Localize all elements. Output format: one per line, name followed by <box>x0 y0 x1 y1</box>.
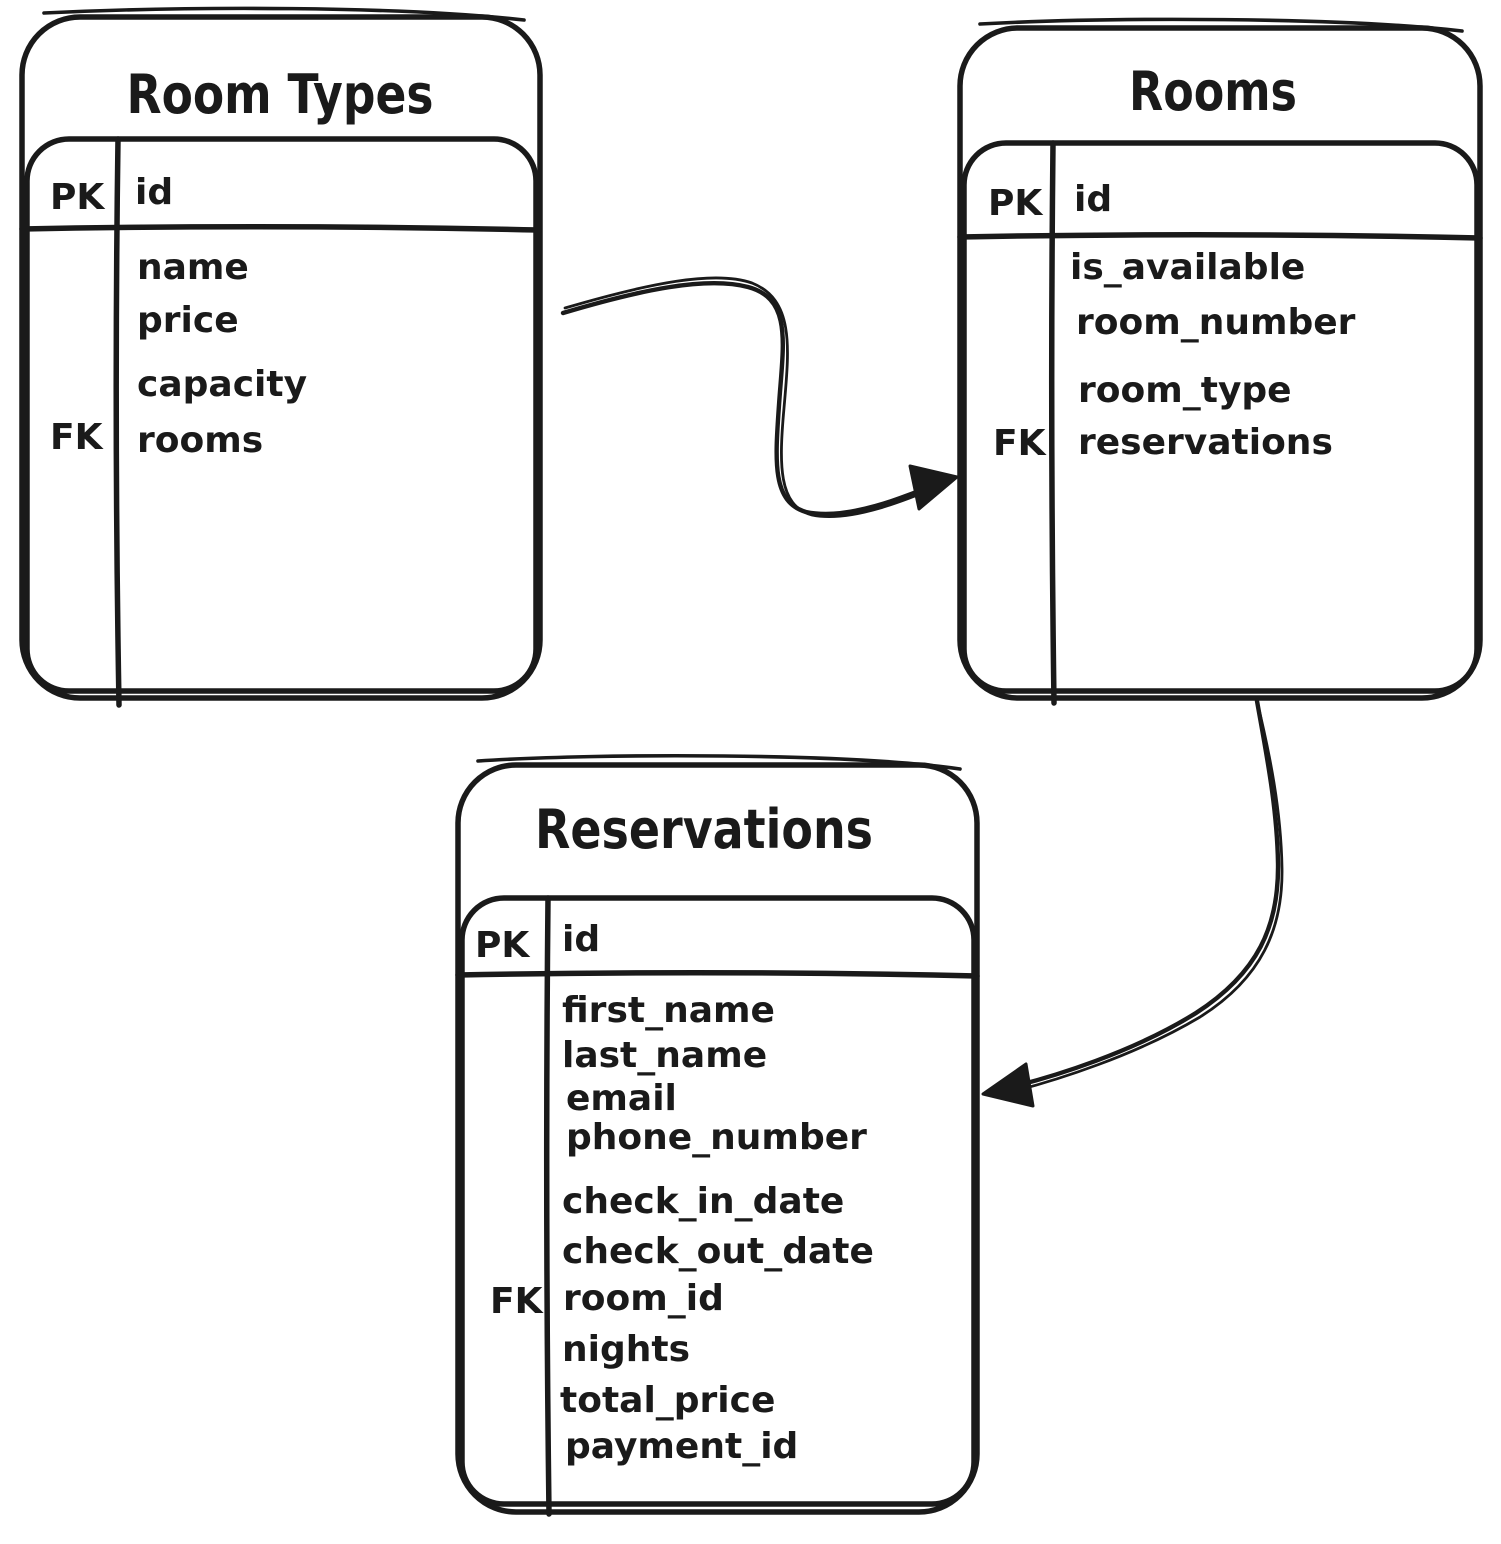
reservations-field-room-id: room_id <box>563 1278 724 1319</box>
rooms-fk-label: FK <box>993 423 1047 464</box>
room-types-to-rooms-arrow-sketch-line <box>563 276 950 519</box>
reservations-field-last-name: last_name <box>562 1035 767 1076</box>
reservations-fk-label: FK <box>490 1281 544 1322</box>
rooms-outer-box <box>957 25 1483 701</box>
reservations-field-check-in-date: check_in_date <box>562 1181 844 1222</box>
rooms-pk-row-divider <box>957 231 1483 241</box>
room-types-field-rooms: rooms <box>137 420 263 461</box>
room-types-body-box <box>24 136 539 694</box>
rooms-field-room-type: room_type <box>1078 370 1292 411</box>
rooms-pk-label: PK <box>988 183 1043 224</box>
room-types-pk-field: id <box>135 172 173 213</box>
reservations-key-column-divider <box>543 895 552 1517</box>
rooms-key-column-divider <box>1048 140 1057 706</box>
reservations-field-email: email <box>566 1078 677 1119</box>
reservations-field-phone-number: phone_number <box>566 1117 867 1158</box>
reservations-pk-label: PK <box>475 925 530 966</box>
reservations-pk-field: id <box>562 919 600 960</box>
relationship-room-types-to-rooms <box>560 276 959 519</box>
rooms-to-reservations-arrow-sketch-line <box>993 699 1284 1098</box>
reservations-field-check-out-date: check_out_date <box>562 1231 874 1272</box>
table-rooms: Rooms PK id is_available room_number roo… <box>957 17 1483 706</box>
reservations-outer-box <box>455 762 980 1515</box>
room-types-field-price: price <box>137 300 239 341</box>
reservations-header-sketch-line <box>476 753 962 771</box>
rooms-field-is-available: is_available <box>1070 247 1305 288</box>
room-types-field-capacity: capacity <box>137 364 307 405</box>
reservations-field-payment-id: payment_id <box>565 1426 798 1467</box>
room-types-field-name: name <box>137 247 249 288</box>
room-types-header-sketch-line <box>42 6 526 22</box>
rooms-title: Rooms <box>1129 60 1297 123</box>
room-types-to-rooms-arrowhead <box>908 464 959 511</box>
room-types-fk-label: FK <box>50 417 104 458</box>
room-types-pk-row-divider <box>19 223 542 233</box>
reservations-body-box <box>459 895 977 1507</box>
rooms-to-reservations-arrow-line <box>992 698 1281 1094</box>
room-types-to-rooms-arrow-line <box>560 281 949 517</box>
rooms-field-reservations: reservations <box>1078 422 1333 463</box>
room-types-pk-label: PK <box>50 177 105 218</box>
room-types-key-column-divider <box>113 136 122 708</box>
rooms-field-room-number: room_number <box>1076 302 1356 343</box>
rooms-body-box <box>961 140 1480 694</box>
reservations-pk-row-divider <box>455 969 980 979</box>
reservations-field-first-name: first_name <box>562 990 775 1031</box>
table-room-types: Room Types PK id name price capacity roo… <box>19 6 543 708</box>
room-types-outer-box <box>19 14 543 701</box>
reservations-field-nights: nights <box>562 1329 690 1370</box>
reservations-title: Reservations <box>535 798 873 861</box>
reservations-field-total-price: total_price <box>560 1380 775 1421</box>
rooms-pk-field: id <box>1074 179 1112 220</box>
relationship-rooms-to-reservations <box>981 698 1284 1108</box>
room-types-title: Room Types <box>127 63 434 126</box>
rooms-to-reservations-arrowhead <box>981 1062 1035 1108</box>
rooms-header-sketch-line <box>978 17 1464 33</box>
table-reservations: Reservations PK id first_name last_name … <box>455 753 980 1517</box>
